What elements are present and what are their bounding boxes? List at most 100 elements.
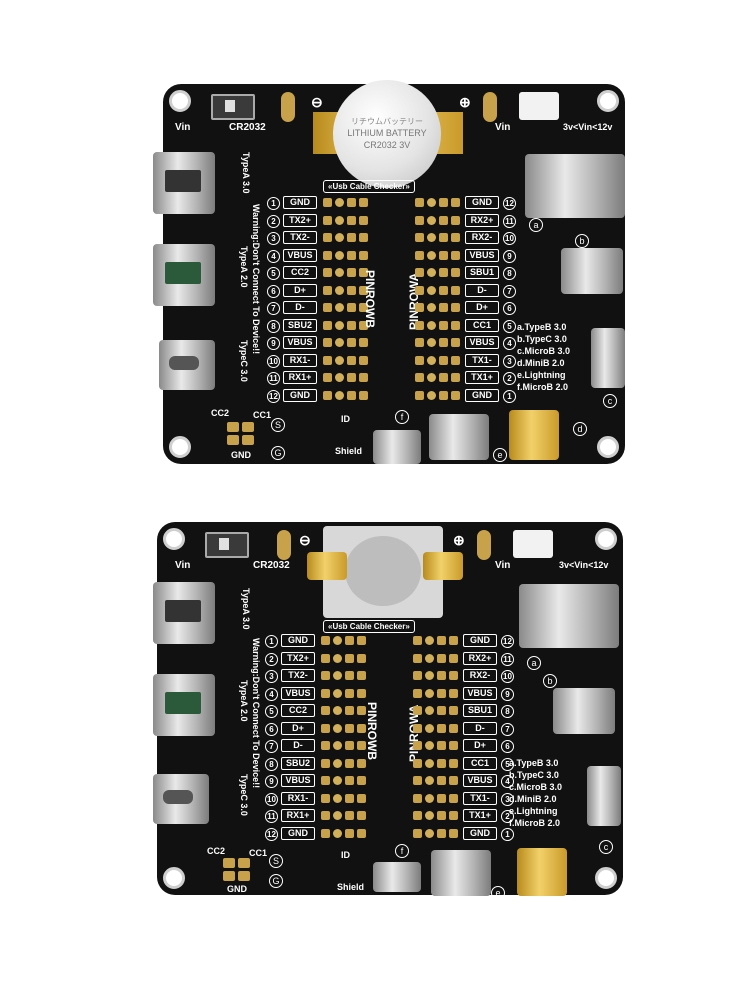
- typec-3-0-port[interactable]: [159, 340, 215, 390]
- typea-2-0-port[interactable]: [153, 244, 215, 306]
- pin-label: TX2-: [281, 669, 315, 682]
- microb-3-0-port[interactable]: [591, 328, 625, 388]
- pin-number: 10: [501, 670, 514, 683]
- solder-pad: [321, 758, 330, 768]
- solder-pad: [415, 285, 424, 295]
- pin-pads: [413, 811, 458, 820]
- power-switch[interactable]: [205, 532, 249, 558]
- vin-right-label: Vin: [495, 560, 511, 571]
- typea-2-0-port[interactable]: [153, 674, 215, 736]
- solder-pad: [437, 688, 446, 698]
- power-switch[interactable]: [211, 94, 255, 120]
- solder-pad: [437, 636, 446, 645]
- pin-label: CC2: [281, 704, 315, 717]
- solder-pad: [439, 233, 448, 242]
- typec-receptacle-b[interactable]: [553, 688, 615, 734]
- microb-3-0-port[interactable]: [587, 766, 621, 826]
- pin-label: RX1+: [283, 371, 317, 384]
- solder-pad: [321, 793, 330, 803]
- solder-pad: [345, 671, 354, 680]
- solder-pad: [413, 793, 422, 803]
- solder-pad: [277, 530, 291, 560]
- pin-number: 7: [267, 302, 280, 315]
- battery-clip: [307, 552, 347, 580]
- solder-pad: [357, 741, 366, 750]
- pin-label: SBU1: [465, 266, 499, 279]
- b-mark: b: [543, 674, 557, 688]
- pin-pads: [321, 723, 366, 733]
- solder-pad: [439, 355, 448, 365]
- b-mark: b: [575, 234, 589, 248]
- pin-number: 2: [501, 810, 514, 823]
- lightning-port[interactable]: [429, 414, 489, 460]
- pin-label: CC1: [465, 318, 499, 332]
- pin-label: D+: [465, 301, 499, 314]
- minib-2-0-port[interactable]: [517, 848, 567, 896]
- typec-3-0-port[interactable]: [153, 774, 209, 824]
- minib-2-0-port[interactable]: [509, 410, 559, 460]
- pin-number: 3: [503, 354, 516, 368]
- solder-pad: [427, 215, 436, 225]
- typec-receptacle-b[interactable]: [561, 248, 623, 294]
- solder-pad: [321, 671, 330, 680]
- pin-number: 9: [501, 687, 514, 701]
- solder-pad: [449, 671, 458, 680]
- typea-3-0-port[interactable]: [153, 152, 215, 214]
- solder-pad: [359, 373, 368, 382]
- solder-pad: [357, 776, 366, 785]
- typeb-3-0-port[interactable]: [525, 154, 625, 218]
- lightning-port[interactable]: [431, 850, 491, 896]
- usb-cable-checker-title: «Usb Cable Checker»: [323, 620, 415, 633]
- solder-pad: [415, 338, 424, 347]
- microb-2-0-port[interactable]: [373, 862, 421, 892]
- solder-pad: [321, 811, 330, 820]
- solder-pad: [335, 355, 344, 365]
- pin-label: SBU1: [463, 704, 497, 717]
- solder-pad: [321, 688, 330, 698]
- c-mark: c: [599, 840, 613, 854]
- pin-number: 8: [503, 267, 516, 280]
- solder-pad: [439, 215, 448, 225]
- solder-pad: [425, 828, 434, 838]
- pin-number: 2: [265, 652, 278, 666]
- solder-pad: [451, 390, 460, 400]
- solder-pad: [415, 215, 424, 225]
- solder-pad: [439, 285, 448, 295]
- solder-pad: [359, 215, 368, 225]
- minus-terminal-icon: ⊖: [311, 94, 323, 110]
- pin-label: GND: [465, 196, 499, 209]
- pin-pads: [413, 741, 458, 750]
- pin-pads: [321, 828, 366, 838]
- pin-pads: [323, 373, 368, 382]
- solder-pad: [439, 320, 448, 330]
- solder-pad: [413, 723, 422, 733]
- jst-connector[interactable]: [519, 92, 559, 120]
- solder-pad: [413, 636, 422, 645]
- pin-pads: [415, 338, 460, 347]
- pin-number: 3: [501, 792, 514, 806]
- cc1-label: CC1: [253, 410, 272, 420]
- typeb-3-0-port[interactable]: [519, 584, 619, 648]
- microb-2-0-port[interactable]: [373, 430, 421, 464]
- typea-3-0-port[interactable]: [153, 582, 215, 644]
- solder-pad: [345, 758, 354, 768]
- mounting-hole: [597, 90, 619, 112]
- solder-pad: [357, 636, 366, 645]
- solder-pad: [449, 793, 458, 803]
- cc-pads: [223, 858, 251, 882]
- f-mark: f: [395, 844, 409, 858]
- solder-pad: [413, 758, 422, 768]
- jst-connector[interactable]: [513, 530, 553, 558]
- usb-cable-checker-title: «Usb Cable Checker»: [323, 180, 415, 193]
- solder-pad: [415, 373, 424, 382]
- pin-number: 2: [267, 214, 280, 228]
- pcb-board-with-battery: Vin CR2032 リチウムバッテリー LITHIUM BATTERY CR2…: [153, 80, 625, 464]
- pin-number: 5: [503, 319, 516, 333]
- pin-number: 9: [265, 775, 278, 788]
- solder-pad: [323, 198, 332, 207]
- pin-number: 6: [501, 740, 514, 753]
